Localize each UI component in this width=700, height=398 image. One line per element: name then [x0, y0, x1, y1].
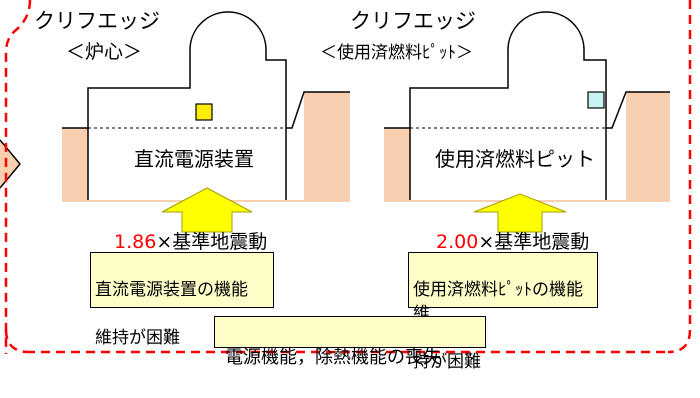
- right-factor-line: 2.00×基準地震動: [436, 231, 589, 253]
- right-title: クリフエッジ: [350, 9, 476, 33]
- left-room-label: 直流電源装置: [134, 147, 254, 171]
- right-factor-value: 2.00: [436, 231, 478, 253]
- left-building-outline: [87, 11, 287, 200]
- right-ground-slope: [606, 91, 670, 129]
- right-room-label: 使用済燃料ピット: [435, 147, 595, 171]
- right-building-group: [384, 11, 670, 233]
- left-building-group: [62, 11, 350, 233]
- conclusion-box: 電源機能，除熱機能の喪失: [214, 316, 486, 368]
- cliff-edge-diagram: クリフエッジ ＜炉心＞ クリフエッジ ＜使用済燃料ﾋﾟｯﾄ＞ 直流電源装置 使用…: [0, 0, 692, 354]
- left-result-line2: 維持が困難: [95, 328, 180, 348]
- dashed-border-right: [667, 0, 692, 354]
- left-title: クリフエッジ: [34, 9, 160, 33]
- dashed-border-left: [4, 0, 32, 354]
- left-upward-arrow: [161, 187, 253, 233]
- left-factor-line: 1.86×基準地震動: [114, 231, 267, 253]
- right-ground: [384, 92, 670, 202]
- left-equipment-square: [195, 103, 213, 121]
- right-equipment-square: [587, 91, 605, 109]
- right-upward-arrow: [473, 193, 567, 233]
- left-ground-slope: [286, 91, 350, 129]
- left-factor-suffix: ×基準地震動: [156, 231, 267, 253]
- left-subtitle: ＜炉心＞: [66, 41, 142, 63]
- right-building-fill: [410, 12, 626, 200]
- left-ground: [62, 92, 350, 202]
- left-result-line1: 直流電源装置の機能: [95, 280, 248, 300]
- right-building-outline: [409, 11, 607, 200]
- conclusion-text: 電源機能，除熱機能の喪失: [225, 347, 441, 368]
- left-chevron-arrow: [0, 139, 21, 189]
- right-result-box: 使用済燃料ﾋﾟｯﾄの機能維 持が困難: [408, 252, 598, 372]
- right-subtitle: ＜使用済燃料ﾋﾟｯﾄ＞: [320, 42, 473, 63]
- dashed-border-bottom-left: [4, 329, 27, 354]
- right-factor-suffix: ×基準地震動: [478, 231, 589, 253]
- left-factor-value: 1.86: [114, 231, 156, 253]
- left-result-box: 直流電源装置の機能 維持が困難: [90, 252, 274, 348]
